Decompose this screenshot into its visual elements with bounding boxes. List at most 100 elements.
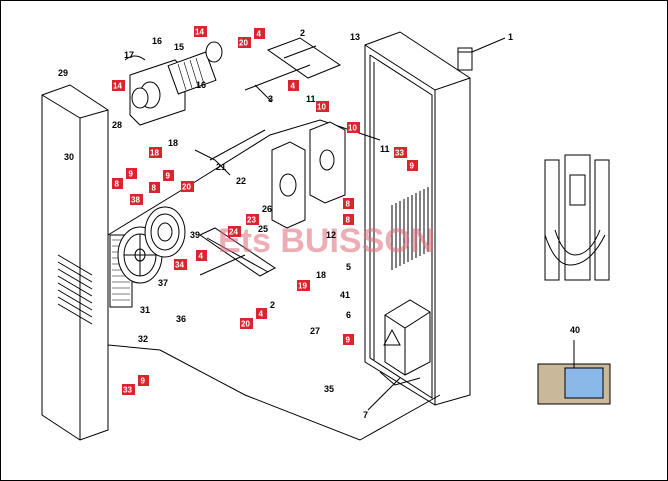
svg-text:14: 14: [195, 28, 204, 37]
svg-text:33: 33: [123, 386, 132, 395]
svg-text:19: 19: [298, 282, 307, 291]
callout-6: 6: [346, 310, 351, 320]
svg-text:8: 8: [346, 216, 351, 225]
svg-text:9: 9: [410, 162, 415, 171]
side-panel: [41, 84, 109, 441]
svg-text:9: 9: [141, 377, 146, 386]
svg-text:8: 8: [346, 200, 351, 209]
badge-callouts: 4 4 4 4 8 8 8 8 9 9 9 9 9 10 10 14 14 18…: [112, 26, 418, 395]
badge-24: 24: [228, 226, 241, 237]
badge-26: 26: [262, 204, 272, 214]
badge-19: 19: [297, 280, 310, 291]
callout-18a: 18: [168, 138, 178, 148]
badge-4b: 4: [288, 80, 299, 91]
callout-35: 35: [324, 384, 334, 394]
motor-shaft-assembly: [124, 41, 223, 126]
badge-9c: 9: [407, 160, 418, 171]
callout-18b: 18: [316, 270, 326, 280]
callout-7: 7: [363, 410, 368, 420]
badge-4a: 4: [254, 28, 265, 39]
svg-text:38: 38: [131, 196, 140, 205]
callout-27: 27: [310, 326, 320, 336]
top-bracket: [266, 37, 342, 79]
callout-3: 3: [268, 94, 273, 104]
badge-20c: 20: [240, 318, 253, 329]
badge-10b: 10: [347, 122, 360, 133]
central-mechanism: [271, 121, 346, 229]
badge-20b: 20: [181, 181, 194, 192]
svg-text:9: 9: [129, 170, 134, 179]
callout-15: 15: [174, 42, 184, 52]
svg-text:14: 14: [113, 82, 122, 91]
badge-9e: 9: [138, 375, 149, 386]
badge-33a: 33: [394, 147, 407, 158]
badge-8d: 8: [343, 214, 354, 225]
callout-37: 37: [158, 278, 168, 288]
callout-2b: 2: [270, 300, 275, 310]
callout-16b: 16: [196, 80, 206, 90]
svg-text:10: 10: [317, 103, 326, 112]
badge-9b: 9: [163, 170, 174, 181]
callout-30: 30: [64, 152, 74, 162]
svg-text:26: 26: [262, 204, 272, 214]
svg-text:4: 4: [257, 30, 262, 39]
svg-text:33: 33: [395, 149, 404, 158]
callout-28: 28: [112, 120, 122, 130]
badge-14a: 14: [194, 26, 207, 37]
badge-18: 18: [149, 147, 162, 158]
callout-32: 32: [138, 334, 148, 344]
hanger-detail: [544, 154, 610, 281]
badge-9a: 9: [126, 168, 137, 179]
badge-34: 34: [174, 259, 187, 270]
bottom-bracket: [198, 227, 276, 277]
badge-4d: 4: [256, 308, 267, 319]
callout-numbers: 1 2 2 3 5 6 7 11 11 12 13 15 16 16 17 18…: [58, 28, 580, 420]
badge-4c: 4: [196, 250, 207, 261]
svg-text:20: 20: [241, 320, 250, 329]
callout-12: 12: [326, 230, 336, 240]
lifting-handle: [457, 37, 506, 71]
callout-11a: 11: [306, 94, 316, 104]
svg-text:4: 4: [291, 82, 296, 91]
callout-11b: 11: [380, 144, 390, 154]
svg-text:24: 24: [229, 228, 238, 237]
svg-text:8: 8: [152, 184, 157, 193]
badge-33b: 33: [122, 384, 135, 395]
badge-20a: 20: [238, 37, 251, 48]
callout-5: 5: [346, 262, 351, 272]
callout-29: 29: [58, 68, 68, 78]
callout-22: 22: [236, 176, 246, 186]
callout-13: 13: [350, 32, 360, 42]
svg-text:9: 9: [346, 336, 351, 345]
badge-8c: 8: [343, 198, 354, 209]
svg-text:18: 18: [150, 149, 159, 158]
badge-23: 23: [246, 214, 259, 225]
svg-text:10: 10: [348, 124, 357, 133]
svg-text:4: 4: [199, 252, 204, 261]
badge-9d: 9: [343, 334, 354, 345]
callout-25: 25: [258, 224, 268, 234]
badge-38: 38: [130, 194, 143, 205]
callout-40: 40: [570, 325, 580, 335]
callout-21: 21: [216, 162, 226, 172]
callout-1: 1: [508, 32, 513, 42]
svg-text:4: 4: [259, 310, 264, 319]
callout-16a: 16: [152, 36, 162, 46]
callout-2a: 2: [300, 28, 305, 38]
callout-39: 39: [190, 230, 200, 240]
callout-36: 36: [176, 314, 186, 324]
svg-text:20: 20: [182, 183, 191, 192]
callout-41: 41: [340, 290, 350, 300]
svg-text:34: 34: [175, 261, 184, 270]
badge-10a: 10: [316, 101, 329, 112]
svg-text:20: 20: [239, 39, 248, 48]
cabinet-grille: [391, 187, 429, 270]
svg-text:23: 23: [247, 216, 256, 225]
badge-8b: 8: [149, 182, 160, 193]
watermark: Ets BUISSON: [218, 222, 435, 260]
badge-8a: 8: [112, 178, 123, 189]
svg-text:9: 9: [166, 172, 171, 181]
fan-assembly: [109, 206, 186, 308]
electrical-box: [383, 299, 431, 376]
